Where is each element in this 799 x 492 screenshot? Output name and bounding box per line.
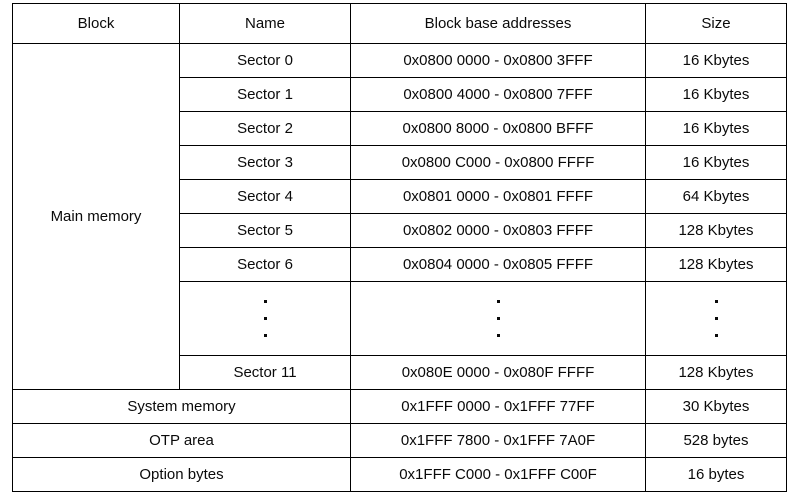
- sector-size: 128 Kbytes: [645, 247, 787, 282]
- table-row: Sector 11 0x080E 0000 - 0x080F FFFF 128 …: [13, 355, 787, 390]
- table-row: OTP area 0x1FFF 7800 - 0x1FFF 7A0F 528 b…: [12, 423, 787, 458]
- block-address: 0x1FFF 0000 - 0x1FFF 77FF: [350, 389, 646, 424]
- sector-address: 0x0800 C000 - 0x0800 FFFF: [350, 145, 646, 180]
- sector-size: 16 Kbytes: [645, 111, 787, 146]
- flash-memory-organization-table: Block Name Block base addresses Size Mai…: [12, 3, 787, 492]
- column-header-size: Size: [645, 3, 787, 44]
- table-row: Sector 1 0x0800 4000 - 0x0800 7FFF 16 Kb…: [13, 77, 787, 112]
- sector-name: Sector 5: [179, 213, 351, 248]
- sector-name: Sector 1: [179, 77, 351, 112]
- table-row: System memory 0x1FFF 0000 - 0x1FFF 77FF …: [12, 389, 787, 424]
- sector-name: Sector 2: [179, 111, 351, 146]
- memory-table-container: Block Name Block base addresses Size Mai…: [12, 3, 787, 492]
- table-row: Sector 5 0x0802 0000 - 0x0803 FFFF 128 K…: [13, 213, 787, 248]
- block-address: 0x1FFF 7800 - 0x1FFF 7A0F: [350, 423, 646, 458]
- sector-name: Sector 4: [179, 179, 351, 214]
- sector-address: 0x0800 4000 - 0x0800 7FFF: [350, 77, 646, 112]
- sector-address: 0x0800 8000 - 0x0800 BFFF: [350, 111, 646, 146]
- vertical-ellipsis-icon: [351, 282, 645, 355]
- table-row: Option bytes 0x1FFF C000 - 0x1FFF C00F 1…: [12, 457, 787, 492]
- sector-address: 0x0802 0000 - 0x0803 FFFF: [350, 213, 646, 248]
- table-header: Block Name Block base addresses Size: [12, 3, 787, 44]
- table-row: Sector 4 0x0801 0000 - 0x0801 FFFF 64 Kb…: [13, 179, 787, 214]
- block-label-otp-area: OTP area: [12, 423, 351, 458]
- block-label-main-memory: Main memory: [12, 43, 180, 390]
- sector-name: Sector 11: [179, 355, 351, 390]
- column-header-address: Block base addresses: [350, 3, 646, 44]
- sector-address: 0x0801 0000 - 0x0801 FFFF: [350, 179, 646, 214]
- sector-address: 0x080E 0000 - 0x080F FFFF: [350, 355, 646, 390]
- sector-name: Sector 0: [179, 43, 351, 78]
- table-row-ellipsis: [13, 281, 787, 356]
- header-row: Block Name Block base addresses Size: [12, 3, 787, 44]
- block-size: 528 bytes: [645, 423, 787, 458]
- ellipsis-name: [179, 281, 351, 356]
- sector-address: 0x0804 0000 - 0x0805 FFFF: [350, 247, 646, 282]
- block-size: 16 bytes: [645, 457, 787, 492]
- ellipsis-size: [645, 281, 787, 356]
- sector-name: Sector 3: [179, 145, 351, 180]
- table-body: Main memory Sector 0 0x0800 0000 - 0x080…: [12, 43, 787, 492]
- sector-size: 16 Kbytes: [645, 145, 787, 180]
- sector-size: 16 Kbytes: [645, 43, 787, 78]
- table-row: Sector 3 0x0800 C000 - 0x0800 FFFF 16 Kb…: [13, 145, 787, 180]
- column-header-block: Block: [12, 3, 180, 44]
- ellipsis-address: [350, 281, 646, 356]
- sector-size: 128 Kbytes: [645, 355, 787, 390]
- sector-size: 128 Kbytes: [645, 213, 787, 248]
- vertical-ellipsis-icon: [646, 282, 786, 355]
- column-header-name: Name: [179, 3, 351, 44]
- sector-name: Sector 6: [179, 247, 351, 282]
- sector-size: 64 Kbytes: [645, 179, 787, 214]
- table-row: Main memory Sector 0 0x0800 0000 - 0x080…: [12, 43, 787, 390]
- block-size: 30 Kbytes: [645, 389, 787, 424]
- sector-size: 16 Kbytes: [645, 77, 787, 112]
- table-row: Sector 2 0x0800 8000 - 0x0800 BFFF 16 Kb…: [13, 111, 787, 146]
- block-label-option-bytes: Option bytes: [12, 457, 351, 492]
- block-label-system-memory: System memory: [12, 389, 351, 424]
- sector-address: 0x0800 0000 - 0x0800 3FFF: [350, 43, 646, 78]
- block-address: 0x1FFF C000 - 0x1FFF C00F: [350, 457, 646, 492]
- vertical-ellipsis-icon: [180, 282, 350, 355]
